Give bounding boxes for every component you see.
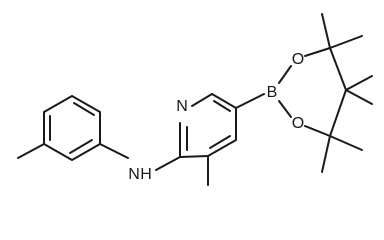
bond [43,95,73,113]
oxygen-top-label: O [292,51,304,68]
double-bond-inner [209,135,231,149]
bond [278,65,292,84]
bond [304,125,331,137]
bond [71,95,101,113]
amine-nitrogen-label: N [128,166,140,183]
nh-pyridine-bond [155,156,181,171]
double-bond-inner [213,100,231,112]
bond [43,143,73,161]
oxygen-bottom-label: O [292,115,304,132]
methyl-bond [329,35,363,49]
pyridine-boron-bond [235,93,265,109]
amine-hydrogen-label: H [140,166,152,183]
molecule-structure-diagram: N H N B O O [17,13,373,186]
dioxaborolane-ring [278,47,347,137]
double-bond-inner [73,102,95,116]
methyl-bond [345,89,373,105]
bond [329,47,347,91]
methyl-bond [321,135,331,173]
aryl-nh-bond [99,143,129,159]
bond [191,93,213,107]
bond [211,93,237,109]
ring-nitrogen-label: N [176,98,188,115]
tolyl-ring [43,95,101,161]
pyridine-ring [179,93,237,158]
methyl-bond [321,13,331,49]
bond [179,155,209,158]
tolyl-methyl-bond [17,143,45,159]
double-bond-inner [69,139,93,154]
bond [304,47,331,57]
methyl-bond [345,75,373,91]
bond [329,89,347,137]
bond [207,139,237,157]
boron-label: B [267,84,278,101]
bond [278,100,292,118]
bond [71,143,101,161]
methyl-bond [329,135,363,151]
